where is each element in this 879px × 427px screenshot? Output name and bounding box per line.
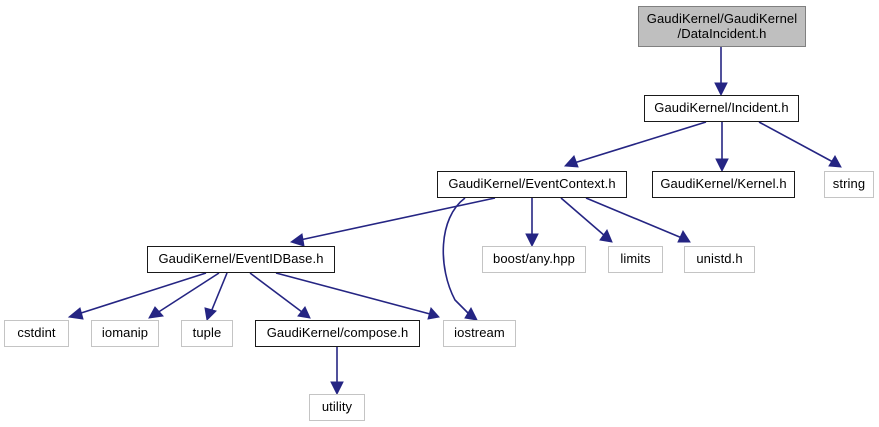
graph-node-utility[interactable]: utility — [309, 394, 365, 421]
arrowhead-eventcontext-to-boostany — [525, 233, 539, 248]
graph-node-dataincident[interactable]: GaudiKernel/GaudiKernel /DataIncident.h — [638, 6, 806, 47]
arrowhead-eventidbase-to-iomanip — [148, 306, 164, 319]
arrowhead-eventidbase-to-tuple — [204, 307, 217, 322]
edge-eventcontext-to-eventidbase — [299, 197, 496, 241]
graph-node-cstdint[interactable]: cstdint — [4, 320, 69, 347]
arrowhead-eventidbase-to-cstdint — [67, 307, 84, 320]
graph-node-string[interactable]: string — [824, 171, 874, 198]
arrowhead-eventcontext-to-limits — [599, 228, 613, 243]
arrowhead-eventidbase-to-compose — [297, 306, 311, 319]
arrowhead-eventcontext-to-unistd — [677, 229, 691, 243]
graph-node-iomanip[interactable]: iomanip — [91, 320, 159, 347]
arrowhead-incident-to-eventcontext — [563, 155, 579, 168]
graph-node-eventidbase[interactable]: GaudiKernel/EventIDBase.h — [147, 246, 335, 273]
edge-eventidbase-to-iomanip — [156, 272, 220, 314]
arrowhead-dataincident-to-incident — [714, 82, 728, 97]
edge-eventcontext-to-unistd — [585, 197, 683, 239]
graph-node-eventcontext[interactable]: GaudiKernel/EventContext.h — [437, 171, 627, 198]
edge-eventidbase-to-cstdint — [77, 272, 207, 315]
edge-eventidbase-to-iostream — [275, 272, 431, 315]
arrowhead-incident-to-string — [828, 154, 842, 168]
graph-node-unistd[interactable]: unistd.h — [684, 246, 755, 273]
arrowhead-eventcontext-to-iostream — [464, 306, 478, 321]
arrowhead-eventcontext-to-eventidbase — [289, 233, 305, 247]
edge-incident-to-eventcontext — [573, 121, 707, 164]
graph-node-limits[interactable]: limits — [608, 246, 663, 273]
edge-incident-to-string — [758, 121, 834, 163]
graph-node-iostream[interactable]: iostream — [443, 320, 516, 347]
graph-node-boostany[interactable]: boost/any.hpp — [482, 246, 586, 273]
graph-node-kernel[interactable]: GaudiKernel/Kernel.h — [652, 171, 795, 198]
graph-node-compose[interactable]: GaudiKernel/compose.h — [255, 320, 420, 347]
edge-eventcontext-to-limits — [560, 197, 606, 237]
edge-eventidbase-to-tuple — [210, 272, 228, 313]
arrowhead-incident-to-kernel — [715, 158, 729, 173]
arrowhead-compose-to-utility — [330, 381, 344, 396]
graph-node-tuple[interactable]: tuple — [181, 320, 233, 347]
edge-eventcontext-to-iostream — [442, 197, 470, 315]
edge-eventidbase-to-compose — [249, 272, 303, 313]
graph-node-incident[interactable]: GaudiKernel/Incident.h — [644, 95, 799, 122]
arrowhead-eventidbase-to-iostream — [427, 306, 440, 320]
